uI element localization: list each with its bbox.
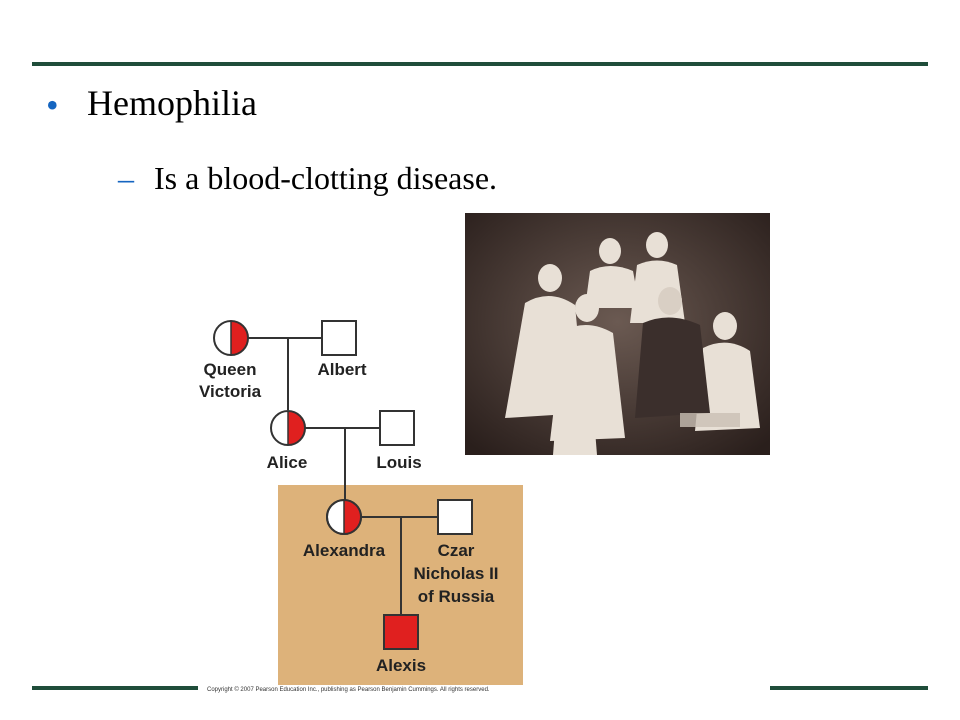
bullet-icon: • [46,85,59,125]
label-louis: Louis [376,453,421,472]
hemophilia-pedigree: Queen Victoria Albert Alice Louis Alexan… [190,300,530,690]
label-queen: Queen [204,360,257,379]
family-photo-icon [465,213,770,455]
queen-victoria-symbol [213,320,249,356]
label-nicholas: Nicholas II [413,564,498,583]
label-of-russia: of Russia [418,587,495,606]
czar-symbol [437,499,473,535]
dash-icon: – [118,160,134,196]
alice-symbol [270,410,306,446]
label-victoria: Victoria [199,382,262,401]
louis-symbol [379,410,415,446]
slide-title: Hemophilia [87,83,257,123]
label-alexis: Alexis [376,656,426,675]
copyright-notice: Copyright © 2007 Pearson Education Inc.,… [207,687,490,693]
alexis-symbol [383,614,419,650]
albert-symbol [321,320,357,356]
alexandra-symbol [326,499,362,535]
bottom-divider-right [770,686,928,690]
label-alice: Alice [267,453,308,472]
label-czar: Czar [438,541,475,560]
label-albert: Albert [317,360,366,379]
top-divider [32,62,928,66]
romanov-family-photo [465,213,770,455]
sub-point: Is a blood-clotting disease. [154,160,498,196]
label-alexandra: Alexandra [303,541,386,560]
bottom-divider-left [32,686,198,690]
